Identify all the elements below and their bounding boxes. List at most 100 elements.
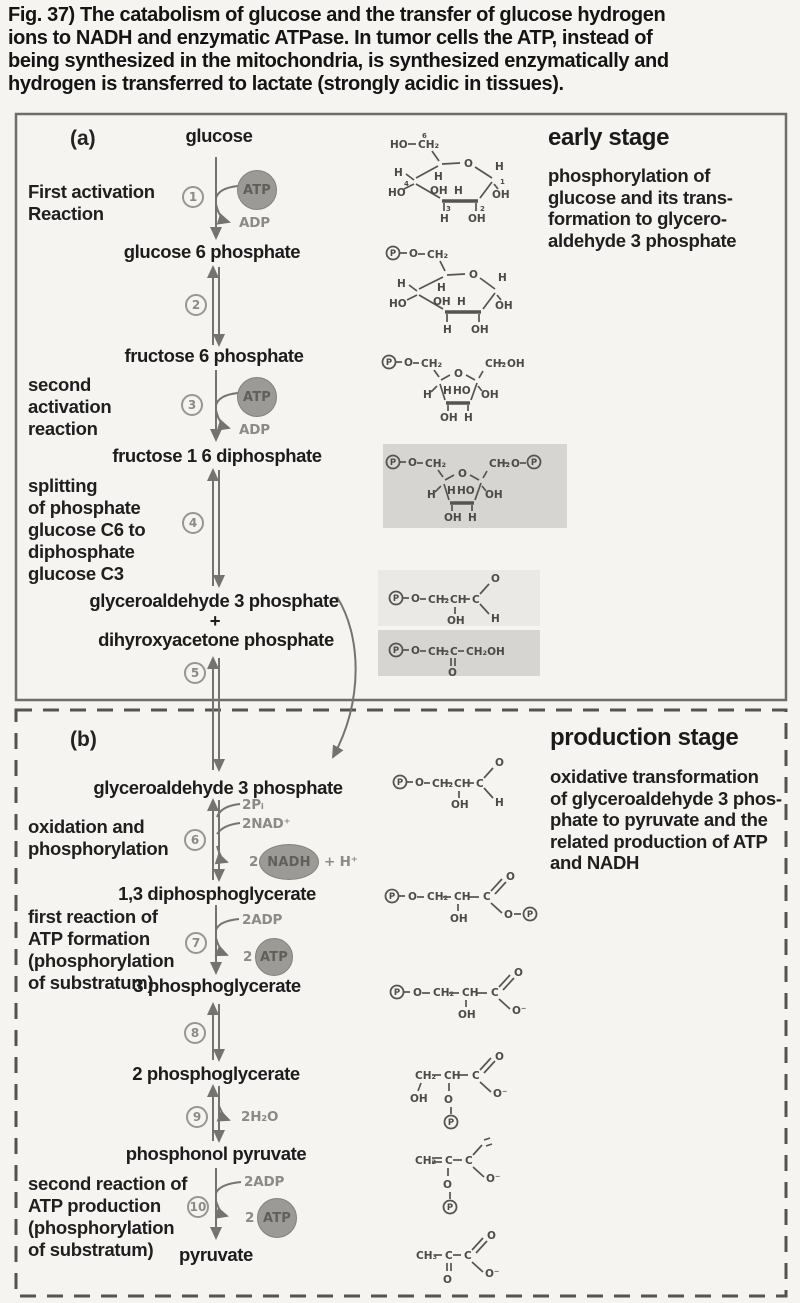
label-second-activation: second activation reaction	[28, 374, 112, 439]
atom-label: O	[409, 248, 418, 260]
atom-label: CH₂	[418, 139, 439, 151]
atom-label: OH	[444, 512, 462, 524]
svg-text:P: P	[397, 778, 403, 788]
atom-label: CH	[444, 1070, 461, 1082]
atom-label: 1	[500, 178, 505, 186]
step-3-arrow	[210, 370, 239, 442]
atom-label: CH₂	[425, 458, 446, 470]
atp-blob-step7: ATP	[255, 938, 293, 976]
panel-a-border	[14, 112, 788, 702]
atom-label: O	[408, 457, 417, 469]
figure-caption: Fig. 37) The catabolism of glucose and t…	[8, 4, 669, 95]
step-1-arrow	[210, 157, 239, 240]
atom-label: O	[448, 667, 457, 679]
step-6-arrow	[207, 798, 241, 882]
atom-label: H	[440, 213, 449, 225]
atom-label: O⁻	[486, 1173, 500, 1185]
step-circle-9: 9	[186, 1106, 208, 1128]
atom-label: O	[464, 158, 473, 170]
cofactor-2-step6: 2	[249, 854, 259, 870]
phosphate-group-icon: P	[522, 906, 538, 922]
atom-label: OH	[495, 300, 513, 312]
atom-label: C	[445, 1250, 453, 1262]
step-circle-7: 7	[185, 932, 207, 954]
atom-label: HO	[390, 139, 408, 151]
early-stage-description: phosphorylation of glucose and its trans…	[548, 165, 737, 251]
metabolite-fructose-6-phosphate: fructose 6 phosphate	[124, 345, 304, 366]
atom-label: OH	[471, 324, 489, 336]
atom-label: O	[443, 1274, 452, 1286]
step-circle-1: 1	[182, 186, 204, 208]
atom-label: O	[511, 458, 520, 470]
phosphate-group-icon: P	[392, 774, 408, 790]
step-circle-8: 8	[184, 1022, 206, 1044]
metabolite-glyceroaldehyde-3-phosphate: glyceroaldehyde 3 phosphate	[89, 590, 339, 611]
atom-label: O	[444, 1094, 453, 1106]
atom-label: 3	[446, 205, 451, 213]
atom-label: O	[411, 593, 420, 605]
cofactor-2pi-step6: 2Pᵢ	[242, 797, 264, 813]
atom-label: CH₂	[428, 646, 449, 658]
atom-label: H	[457, 296, 466, 308]
step-circle-10: 10	[187, 1196, 209, 1218]
atom-label: C	[472, 1070, 480, 1082]
atom-label: HO	[453, 385, 471, 397]
step-4-arrow	[207, 468, 225, 588]
atom-label: H	[495, 797, 504, 809]
atom-label: O	[415, 777, 424, 789]
metabolite-glyceroaldehyde-3-phosphate-b: glyceroaldehyde 3 phosphate	[93, 777, 343, 798]
step-circle-3: 3	[181, 394, 203, 416]
atom-label: H	[447, 485, 456, 497]
atom-label: H	[423, 389, 432, 401]
atom-label: CH₂	[427, 891, 448, 903]
atom-label: O	[504, 909, 513, 921]
atom-label: C	[464, 1250, 472, 1262]
svg-text:P: P	[393, 646, 399, 656]
atom-label: C	[465, 1155, 473, 1167]
metabolite-glucose: glucose	[185, 125, 253, 146]
atom-label: CH	[454, 778, 471, 790]
atom-label: CH	[462, 987, 479, 999]
atom-label: OH	[458, 1009, 476, 1021]
label-splitting: splitting of phosphate glucose C6 to dip…	[28, 475, 146, 584]
atom-label: H	[427, 489, 436, 501]
atom-label: CH₂	[489, 458, 510, 470]
atom-label: CH₂OH	[466, 646, 505, 658]
panel-a-tag: (a)	[70, 127, 96, 150]
cofactor-adp-step3: ADP	[239, 422, 270, 438]
atom-label: OH	[440, 412, 458, 424]
cofactor-2adp-step7: 2ADP	[242, 912, 283, 928]
cofactor-2-step10: 2	[245, 1210, 255, 1226]
atom-label: O	[411, 645, 420, 657]
phosphate-group-icon: P	[442, 1199, 458, 1215]
phosphate-group-icon: P	[389, 984, 405, 1000]
atom-label: OH	[410, 1093, 428, 1105]
svg-text:P: P	[531, 458, 537, 468]
phosphate-group-icon: P	[384, 888, 400, 904]
step-9-arrow	[207, 1084, 231, 1143]
atom-label: OH	[485, 489, 503, 501]
atom-label: C	[491, 987, 499, 999]
atom-label: CH₂	[433, 987, 454, 999]
phosphate-group-icon: P	[443, 1114, 459, 1130]
atom-label: H	[454, 185, 463, 197]
step-8-arrow	[207, 1002, 225, 1062]
atom-label: H	[437, 282, 446, 294]
atom-label: O	[404, 357, 413, 369]
step-circle-6: 6	[184, 829, 206, 851]
cofactor-hplus-step6: + H⁺	[324, 854, 358, 870]
metabolite-2-phosphoglycerate: 2 phosphoglycerate	[132, 1063, 300, 1084]
svg-text:P: P	[447, 1203, 453, 1213]
atom-label: C	[483, 891, 491, 903]
phosphate-group-icon: P	[388, 642, 404, 658]
atom-label: O	[469, 269, 478, 281]
svg-text:P: P	[394, 988, 400, 998]
metabolite-phosphonol-pyruvate: phosphonol pyruvate	[125, 1143, 307, 1164]
